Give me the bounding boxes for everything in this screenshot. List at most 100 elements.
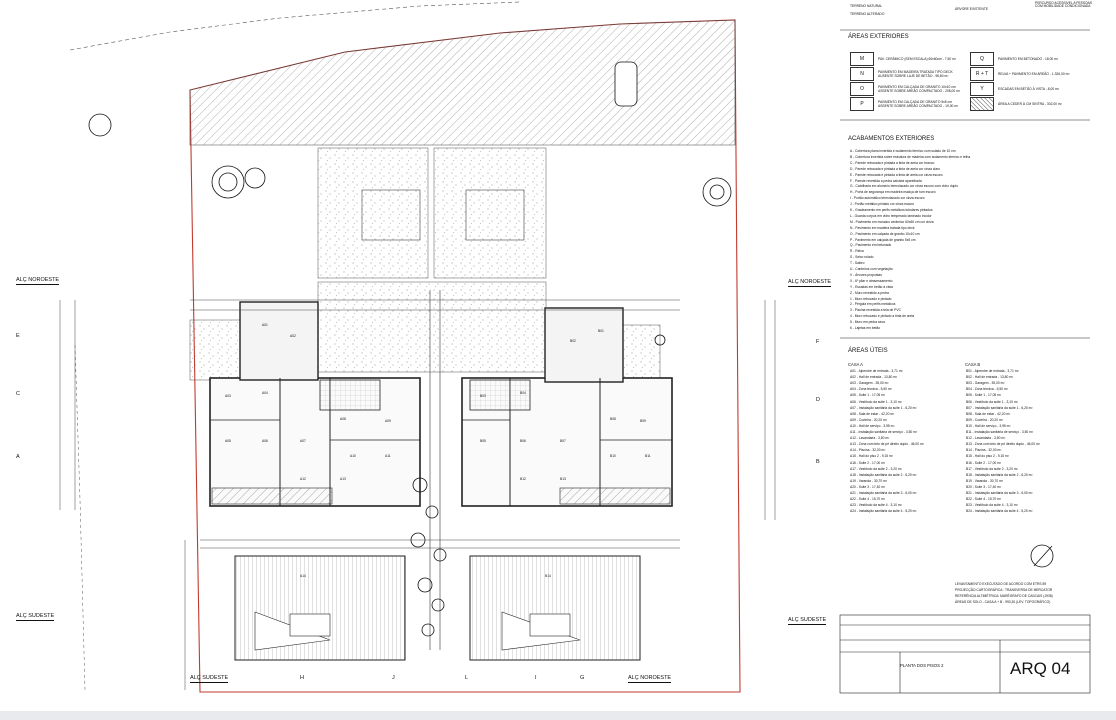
room-label: B10 [610,454,616,458]
room-label: A06 [262,439,268,443]
finish-item: V - Árvores propostas [850,272,882,277]
exterior-area-symbol: Y [970,82,994,96]
exterior-areas-title: ÁREAS EXTERIORES [848,34,909,40]
finish-item: U - Canteiros com vegetação [850,267,893,271]
elevation-label-northwest-bottom: ALÇ NOROESTE [628,675,672,683]
sheet-number: ARQ 04 [1010,659,1071,678]
finish-item: R - Relva [850,249,864,254]
room-label: B06 [520,439,526,443]
sheet-title: PLANTA DOS PISOS 2 [900,663,944,668]
section-letter-right: B [816,459,820,465]
house-b-area-item: B18 - Instalação sanitária da suite 2 - … [966,472,1033,477]
section-letter-right: F [816,339,820,345]
finish-item: X - 6º pilar e atravessamento [850,278,893,283]
section-letter-right: D [816,397,820,403]
house-a-title: CASA A [848,362,863,367]
house-a-area-item: A07 - Instalação sanitária da suite 1 - … [850,405,917,410]
legend-existing-tree: ÁRVORE EXISTENTE [955,7,989,11]
exterior-area-symbol [970,97,994,111]
room-label: A09 [385,419,391,423]
finish-item: T - Saibro [850,261,865,266]
room-label: B09 [640,419,646,423]
finish-item: P - Pavimento em calçada de granito 5x5 … [850,237,916,242]
house-a-area-item: A20 - Suite 3 - 17,40 m² [850,484,886,489]
finish-item: K - Gradeamento em perfis metálicos tubu… [850,208,933,212]
room-label: B01 [598,329,604,333]
house-b-area-item: B04 - Zona técnica - 5,50 m² [966,387,1008,392]
survey-note-line: LEVANTAMENTO EXECUTADO DE ACORDO COM ETR… [955,582,1047,586]
room-label: A07 [300,439,306,443]
house-a-area-item: A04 - Zona técnica - 5,50 m² [850,387,892,392]
room-label: A12 [300,477,306,481]
house-b-area-item: B12 - Lavandaria - 3,50 m² [966,436,1006,441]
section-letter-bottom: J [392,675,395,681]
house-a-area-item: A18 - Instalação sanitária da suite 2 - … [850,472,917,477]
room-label: B03 [480,394,486,398]
exterior-area-item: ÁREA A CEDER À CM SINTRA - 302,00 m² [970,97,1088,111]
finish-item: I - Portão automático termolacado cor ci… [850,196,925,201]
legend-altered-terrain: TERRENO ALTERADO [850,12,885,16]
finish-item: L - Guarda corpos em vidro temperado lam… [850,213,932,218]
room-label: A02 [290,334,296,338]
section-letter-bottom: G [580,675,585,681]
finish-item: Q - Pavimento em betonado [850,243,892,248]
exterior-area-symbol: R + T [970,67,994,81]
house-b-title: CASA B [965,362,981,367]
house-a-area-item: A02 - Hall de entrada - 13,80 m² [850,375,898,380]
exterior-area-symbol: P [850,97,874,111]
house-a-area-item: A24 - Instalação sanitária da suite 4 - … [850,509,917,514]
survey-note-line: PROJECÇÃO CARTOGRÁFICA : TRANSVERSA DE M… [955,588,1053,592]
elevation-label-southeast-right: ALÇ SUDESTE [788,617,827,625]
survey-note-line: ÁREAS DE SOLO - CASA A + B - 993,30 (LEV… [955,600,1051,604]
finish-item: H - Porta de segurança em madeira maciça… [850,190,936,195]
finish-item: 4 - Muro rebocado e pintado a tinta de a… [850,314,915,319]
finish-item: 1 - Muro rebocado e pintado [850,296,892,301]
house-a-area-item: A14 - Piscina - 32,00 m² [850,448,886,453]
legend-accessible-route: PERCURSO ACESSIVEL A PESSOAS COM MOBILID… [1035,1,1093,9]
finish-item: E - Parede rebocada e pintada a tinta de… [850,172,943,177]
house-a-area-item: A05 - Suite 1 - 17,05 m² [850,393,886,398]
room-label: A03 [225,394,231,398]
exterior-area-text: ESCADAS EM BETÃO À VISTA - 8,00 m² [998,87,1059,91]
elevation-label-southeast-left: ALÇ SUDESTE [16,613,55,621]
house-b-area-item: B19 - Varanda - 30,70 m² [966,478,1003,483]
finishes-title: ACABAMENTOS EXTERIORES [848,136,935,142]
house-b-area-item: B02 - Hall de entrada - 13,80 m² [966,375,1014,380]
house-b-area-item: B06 - Vestíbulo da suite 1 - 3,10 m² [966,399,1018,404]
exterior-area-text: ÁREA A CEDER À CM SINTRA - 302,00 m² [998,102,1062,106]
viewer-bottom-bar [0,711,1116,720]
house-b-area-item: B24 - Instalação sanitária da suite 4 - … [966,509,1033,514]
exterior-area-text: RELVA + PAVIMENTO EM AREÃO - 1.326,00 m² [998,72,1070,76]
finish-item: 2 - Pérgola em perfis metálicos [850,302,896,307]
finish-item: B - Cobertura invertida sobre estrutura … [850,154,971,159]
room-label: B11 [645,454,651,458]
house-b-area-item: B15 - Hall do piso 2 - 9,15 m² [966,454,1009,459]
house-a-area-item: A09 - Cozinha - 20,20 m² [850,417,887,422]
house-a-area-item: A01 - Alpendre de entrada - 3,71 m² [850,369,903,373]
house-b-area-item: B17 - Vestíbulo da suite 2 - 3,20 m² [966,466,1018,471]
section-letter-bottom: I [535,675,537,681]
exterior-area-item: R + T RELVA + PAVIMENTO EM AREÃO - 1.326,… [970,67,1088,81]
house-b-area-item: B11 - Instalação sanitária de serviço - … [966,430,1034,434]
house-b-area-item: B20 - Suite 3 - 17,40 m² [966,484,1002,489]
exterior-area-text: PAVIMENTO EM MADEIRA TRATADA TIPO DECK A… [878,70,953,78]
exterior-area-symbol: M [850,52,874,66]
room-label: B14 [545,574,551,578]
finish-item: Y - Escadas em betão à vista [850,284,893,289]
room-label: A04 [262,391,268,395]
room-label: B12 [520,477,526,481]
house-a-area-item: A10 - Hall de serviço - 3,95 m² [850,423,895,428]
exterior-area-symbol: Q [970,52,994,66]
finish-item: J - Portão metálico pintado cor cinza es… [850,202,915,207]
elevation-label-northwest-right: ALÇ NOROESTE [788,279,832,287]
finish-item: N - Pavimento em madeira tratada tipo de… [850,225,915,230]
house-a-stair [319,379,381,411]
legend-natural-terrain: TERRENO NATURAL [850,4,883,8]
